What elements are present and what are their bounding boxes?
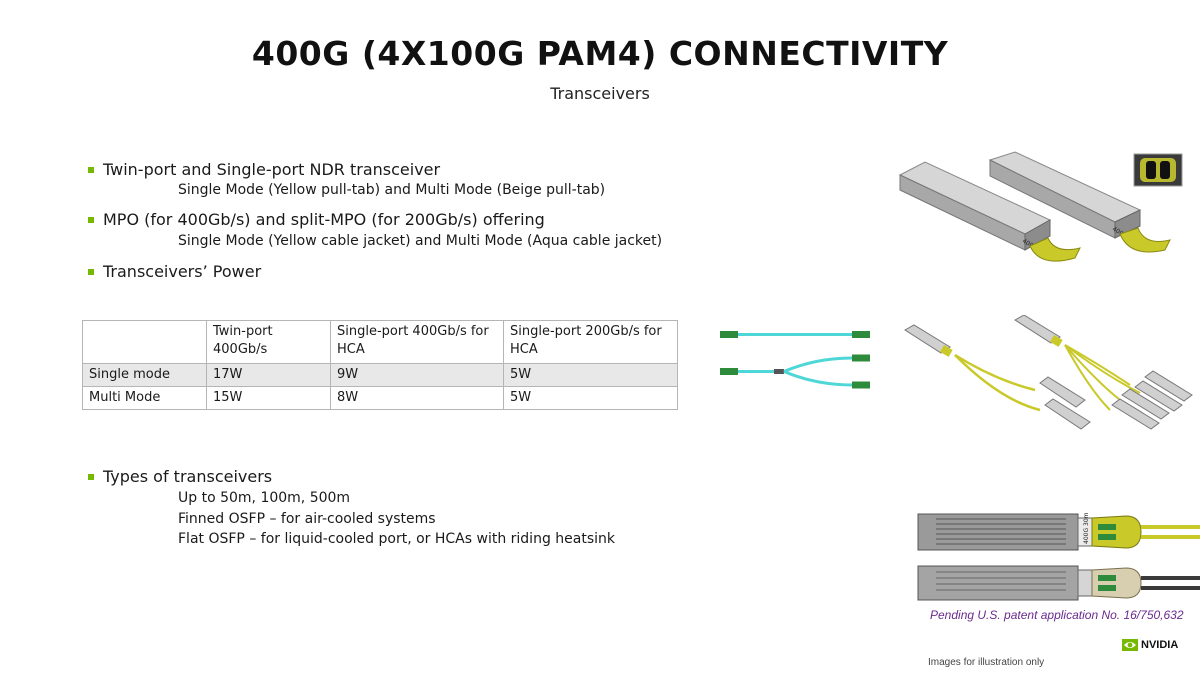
bullet-marker-icon bbox=[88, 166, 94, 173]
bullet-text: Transceivers’ Power bbox=[103, 262, 262, 281]
table-cell: 15W bbox=[206, 386, 331, 410]
page-subtitle: Transceivers bbox=[550, 84, 650, 103]
bullet-mpo-offering: MPO (for 400Gb/s) and split-MPO (for 200… bbox=[88, 210, 545, 229]
finned-and-flat-osfp-image: 400G 30m bbox=[917, 512, 1200, 601]
sub-item: Single Mode (Yellow cable jacket) and Mu… bbox=[178, 233, 663, 249]
twin-port-transceiver-image: 400G 30m 400G 30m bbox=[898, 151, 1183, 262]
nvidia-logo: NVIDIA bbox=[1122, 639, 1178, 651]
nvidia-eye-icon bbox=[1122, 639, 1138, 651]
split-yellow-cables-image bbox=[904, 315, 1193, 430]
table-cell: 8W bbox=[330, 386, 504, 410]
sub-item: Single Mode (Yellow pull-tab) and Multi … bbox=[178, 182, 606, 198]
sub-item: Flat OSFP – for liquid-cooled port, or H… bbox=[178, 531, 615, 547]
bullet-transceiver-power: Transceivers’ Power bbox=[88, 262, 261, 281]
patent-note: Pending U.S. patent application No. 16/7… bbox=[930, 608, 1184, 622]
table-header-cell bbox=[82, 320, 207, 364]
module-label: 400G 30m bbox=[1083, 512, 1090, 544]
bullet-marker-icon bbox=[88, 473, 94, 480]
sub-item: Finned OSFP – for air-cooled systems bbox=[178, 511, 436, 527]
table-header-cell: Single-port 400Gb/s for HCA bbox=[330, 320, 504, 364]
bullet-marker-icon bbox=[88, 216, 94, 223]
table-header-cell: Twin-port 400Gb/s bbox=[206, 320, 331, 364]
table-cell: Multi Mode bbox=[82, 386, 207, 410]
power-table: Twin-port 400Gb/s Single-port 400Gb/s fo… bbox=[82, 320, 678, 410]
table-cell: 5W bbox=[503, 386, 678, 410]
bullet-text: Twin-port and Single-port NDR transceive… bbox=[103, 160, 441, 179]
table-row: Single mode 17W 9W 5W bbox=[82, 363, 678, 387]
table-cell: 9W bbox=[330, 363, 504, 387]
table-cell: 17W bbox=[206, 363, 331, 387]
table-header-row: Twin-port 400Gb/s Single-port 400Gb/s fo… bbox=[82, 320, 678, 364]
table-cell: Single mode bbox=[82, 363, 207, 387]
bullet-marker-icon bbox=[88, 268, 94, 275]
bullet-text: MPO (for 400Gb/s) and split-MPO (for 200… bbox=[103, 210, 545, 229]
table-header-cell: Single-port 200Gb/s for HCA bbox=[503, 320, 678, 364]
table-row: Multi Mode 15W 8W 5W bbox=[82, 386, 678, 410]
bullet-transceiver-types: Types of transceivers bbox=[88, 467, 272, 486]
brand-name: NVIDIA bbox=[1141, 639, 1179, 651]
bullet-ndr-transceiver: Twin-port and Single-port NDR transceive… bbox=[88, 160, 440, 179]
sub-item: Up to 50m, 100m, 500m bbox=[178, 490, 351, 506]
table-cell: 5W bbox=[503, 363, 678, 387]
illustration-note: Images for illustration only bbox=[928, 657, 1045, 668]
mpo-aqua-cables-image bbox=[720, 331, 870, 389]
bullet-text: Types of transceivers bbox=[103, 467, 273, 486]
page-title: 400G (4X100G PAM4) CONNECTIVITY bbox=[251, 34, 949, 73]
